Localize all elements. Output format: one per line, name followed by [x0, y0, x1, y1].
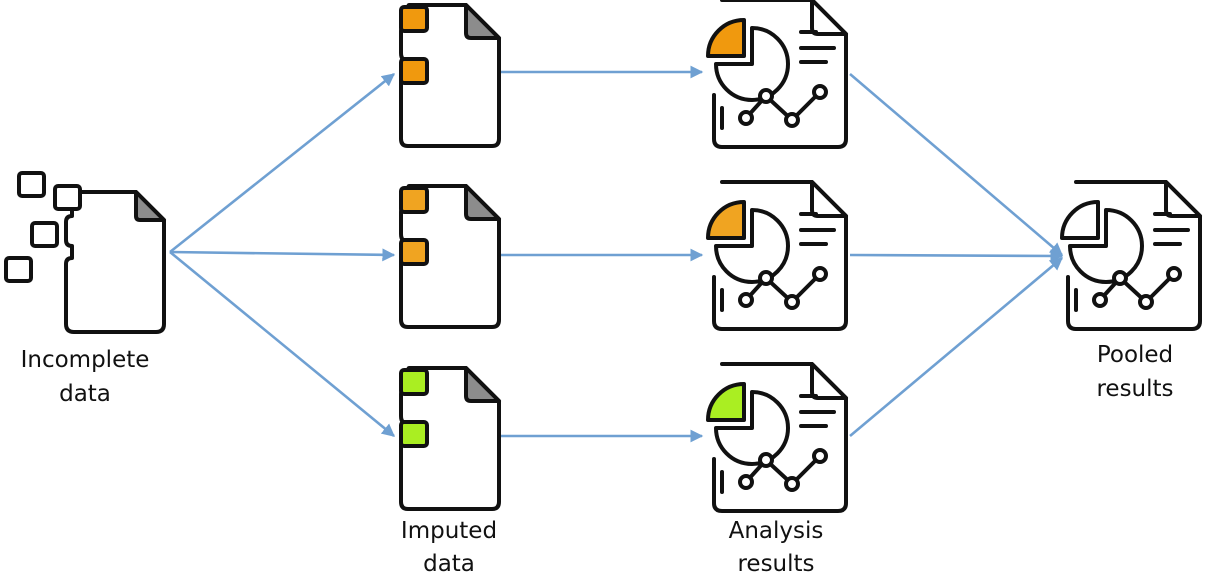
fragment-square-icon	[30, 221, 59, 248]
scattered-document-icon	[64, 190, 166, 334]
incomplete-label-line2: data	[59, 381, 111, 407]
edge-incomplete-to-imputed-2	[169, 248, 396, 262]
imputed-label-line1: Imputed	[401, 518, 497, 544]
edge-analysis-to-pooled-1	[849, 73, 1063, 256]
edge-analysis-to-pooled-3	[849, 257, 1063, 437]
document-icon	[399, 3, 501, 148]
fragment-square-icon	[4, 256, 33, 283]
labels: Incomplete data Imputed data Analysis re…	[21, 342, 1174, 576]
analysis-label-line1: Analysis	[729, 518, 824, 544]
edges	[169, 65, 1064, 443]
analysis-report-icon-2	[706, 180, 848, 331]
report-chart-icon	[706, 180, 848, 331]
imputed-document-icon-3	[399, 366, 501, 511]
data-fragment-icons	[4, 171, 82, 283]
analysis-report-icon-3	[706, 362, 848, 513]
edge-analysis-to-pooled-2	[849, 249, 1064, 263]
analysis-label-line2: results	[737, 551, 814, 576]
pooled-label-line2: results	[1096, 376, 1173, 402]
analysis-report-icon-1	[706, 0, 848, 149]
pooled-label-line1: Pooled	[1097, 342, 1173, 368]
report-chart-icon	[1060, 180, 1202, 331]
edge-incomplete-to-imputed-1	[169, 72, 396, 254]
fragment-square-icon	[53, 184, 82, 211]
document-icon	[399, 366, 501, 511]
document-icon	[399, 184, 501, 329]
fragment-square-icon	[17, 171, 46, 198]
imputed-document-icon-2	[399, 184, 501, 329]
report-chart-icon	[706, 362, 848, 513]
edge-incomplete-to-imputed-3	[169, 250, 396, 438]
imputed-label-line2: data	[423, 551, 475, 576]
incomplete-label-line1: Incomplete	[21, 347, 150, 373]
report-chart-icon	[706, 0, 848, 149]
pooled-report-icon	[1060, 180, 1202, 331]
imputed-document-icon-1	[399, 3, 501, 148]
